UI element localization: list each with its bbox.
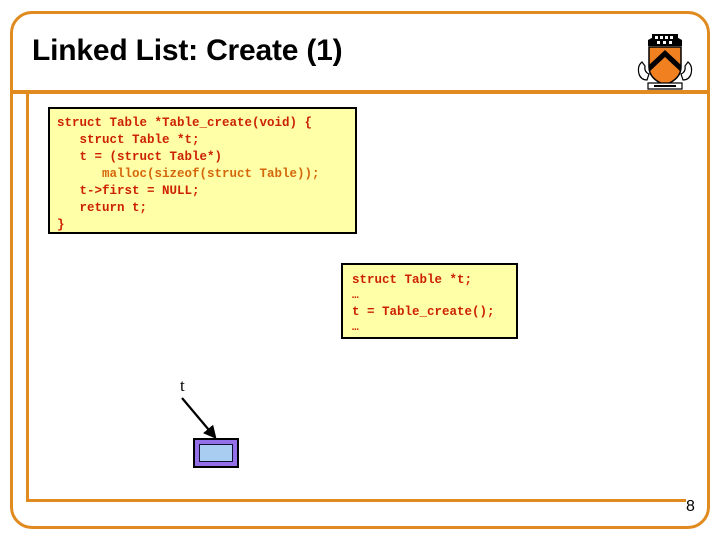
slide-inner-left-rule — [26, 92, 29, 502]
table-node-first-field — [199, 444, 233, 462]
code-line: } — [57, 218, 65, 232]
code-line: t = (struct Table*) — [57, 150, 223, 164]
table-node — [193, 438, 239, 468]
code-block-caller: struct Table *t; … t = Table_create(); … — [341, 263, 518, 339]
code-line-ellipsis: … — [352, 322, 360, 334]
code-line: struct Table *t; — [57, 133, 200, 147]
code-line: struct Table *t; — [352, 273, 473, 287]
code-line: t->first = NULL; — [57, 184, 200, 198]
pointer-label-t: t — [180, 376, 185, 395]
pointer-arrow-icon — [178, 392, 248, 452]
slide-inner-bottom-rule — [26, 499, 686, 502]
code-line: t = Table_create(); — [352, 305, 495, 319]
code-line-malloc: malloc(sizeof(struct Table)); — [57, 167, 320, 181]
code-line: return t; — [57, 201, 148, 215]
page-number: 8 — [686, 498, 695, 515]
code-line-ellipsis: … — [352, 290, 360, 302]
princeton-shield-logo — [632, 22, 698, 92]
code-line: struct Table *Table_create(void) { — [57, 116, 313, 130]
page-title: Linked List: Create (1) — [32, 34, 343, 67]
code-block-create-function: struct Table *Table_create(void) { struc… — [48, 107, 357, 234]
slide-header-divider — [11, 90, 709, 94]
